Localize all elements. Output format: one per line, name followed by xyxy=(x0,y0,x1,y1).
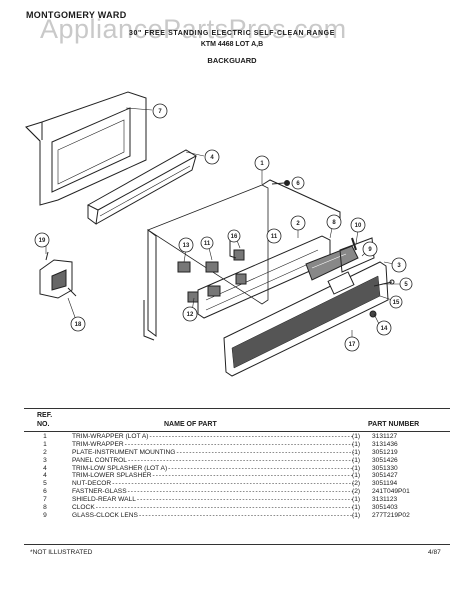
callout-14: 14 xyxy=(381,326,388,332)
watermark: AppliancePartsPros.com xyxy=(40,14,347,44)
table-bottom-rule xyxy=(24,544,450,545)
not-illustrated-note: *NOT ILLUSTRATED xyxy=(30,549,93,556)
ref-header-line2: NO. xyxy=(37,421,50,428)
model-title: 30" FREE STANDING ELECTRIC SELF-CLEAN RA… xyxy=(129,30,335,37)
callout-4: 4 xyxy=(210,155,214,161)
ref-header-line1: REF. xyxy=(37,412,53,419)
shield-rear-wall-drawing xyxy=(25,91,147,206)
callout-3: 3 xyxy=(397,263,401,269)
table-header-rule xyxy=(24,431,450,432)
lower-splasher-drawing xyxy=(86,149,198,225)
callout-8: 8 xyxy=(332,220,336,226)
callout-13: 13 xyxy=(183,243,190,249)
callout-19: 19 xyxy=(39,238,46,244)
callout-1: 1 xyxy=(260,161,264,167)
section-title: BACKGUARD xyxy=(207,56,257,65)
callout-15: 15 xyxy=(393,300,400,306)
callout-labels: 7 4 1 6 2 8 10 11 12 13 16 11 9 3 5 15 1… xyxy=(34,103,413,352)
instrument-plate-drawing xyxy=(197,235,331,319)
exploded-parts-diagram: 7 4 1 6 2 8 10 11 12 13 16 11 9 3 5 15 1… xyxy=(25,91,413,377)
callout-16: 16 xyxy=(231,234,238,240)
name-header: NAME OF PART xyxy=(164,421,217,428)
callout-9: 9 xyxy=(368,247,372,253)
clock-drawing xyxy=(305,237,375,281)
callout-17: 17 xyxy=(349,342,356,348)
callout-2: 2 xyxy=(296,221,300,227)
table-top-rule xyxy=(24,408,450,409)
panel-control-drawing xyxy=(223,261,389,377)
model-number: KTM 4468 LOT A,B xyxy=(200,41,264,48)
trim-wrapper-drawing xyxy=(143,179,341,341)
callout-7: 7 xyxy=(158,109,162,115)
callout-11b: 11 xyxy=(271,234,278,240)
callout-10: 10 xyxy=(355,223,362,229)
callout-5: 5 xyxy=(404,282,408,288)
bracket-drawing xyxy=(39,251,77,299)
revision-date: 4/87 xyxy=(428,549,441,556)
callout-6: 6 xyxy=(296,181,300,187)
part-number-header: PART NUMBER xyxy=(368,421,420,428)
callout-18: 18 xyxy=(75,322,82,328)
callout-12: 12 xyxy=(187,312,194,318)
brand-title: MONTGOMERY WARD xyxy=(26,10,127,20)
callout-11: 11 xyxy=(204,241,211,247)
